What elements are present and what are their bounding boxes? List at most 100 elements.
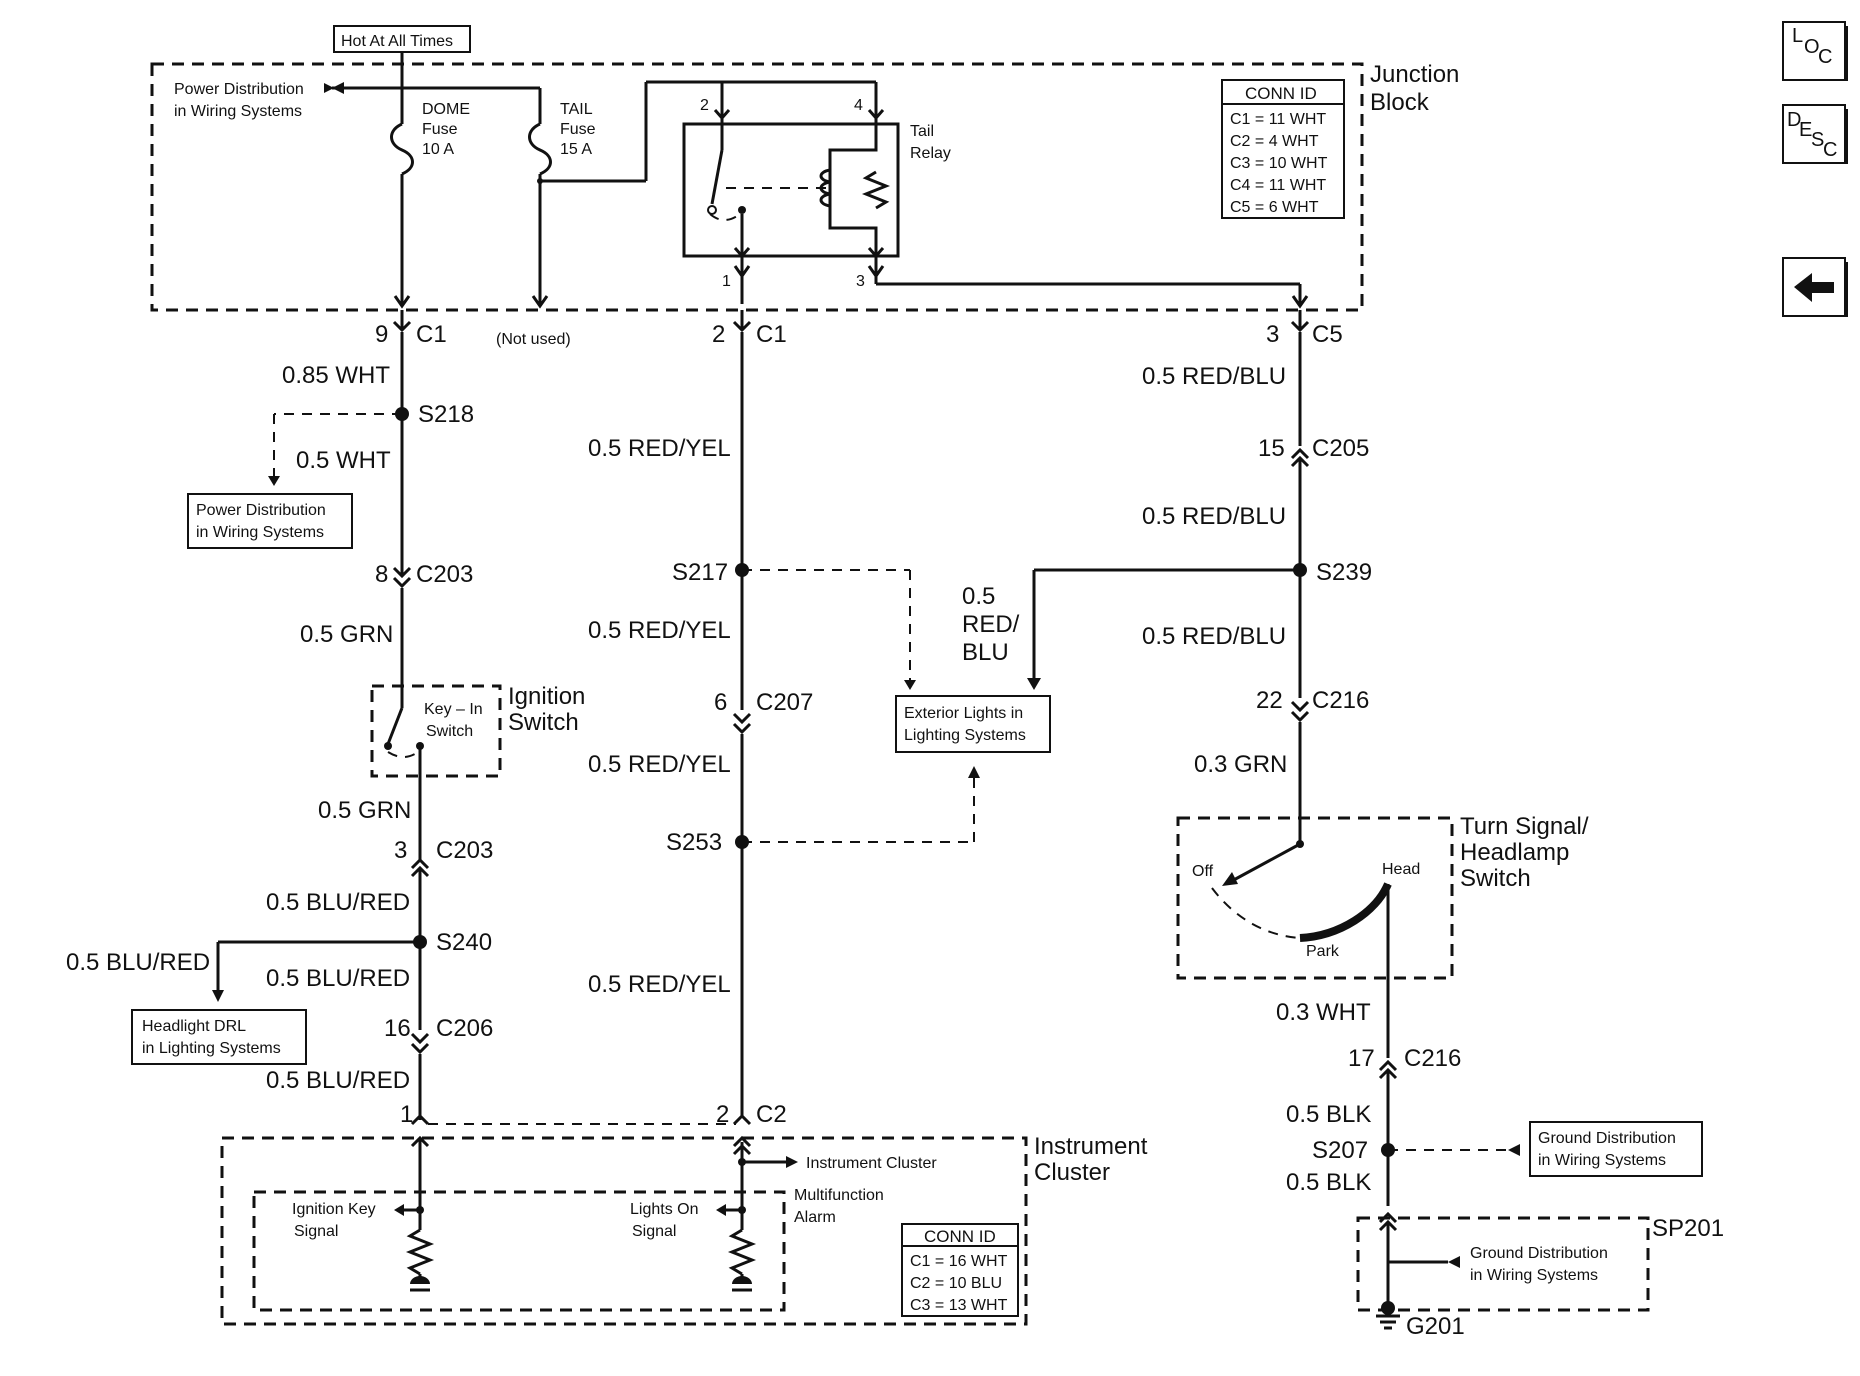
left-wire-1: 0.85 WHT bbox=[282, 362, 390, 389]
relay-pin-4: 4 bbox=[854, 97, 863, 114]
tail-fuse-label-3: 15 A bbox=[560, 141, 592, 158]
ground-dist-box[interactable] bbox=[1529, 1121, 1703, 1177]
instrument-cluster-label-2: Cluster bbox=[1034, 1159, 1110, 1186]
right-wire-7: 0.5 BLK bbox=[1286, 1169, 1371, 1196]
left-c1-label: C1 bbox=[416, 321, 447, 348]
ignition-key-signal-2: Signal bbox=[294, 1223, 338, 1240]
desc-letter-3: S bbox=[1811, 129, 1824, 151]
relay-pin-2: 2 bbox=[700, 97, 709, 114]
right-wire-4: 0.3 GRN bbox=[1194, 751, 1287, 778]
left-wire-5: 0.5 BLU/RED bbox=[266, 965, 410, 992]
right-wire-6: 0.5 BLK bbox=[1286, 1101, 1371, 1128]
switch-label-2: Headlamp bbox=[1460, 839, 1569, 866]
dome-fuse-label-1: DOME bbox=[422, 101, 470, 118]
headlight-box-2: in Lighting Systems bbox=[142, 1040, 281, 1057]
tail-relay-box bbox=[682, 122, 900, 258]
mid-wire-3: 0.5 RED/YEL bbox=[588, 751, 731, 778]
left-c203b-label: C203 bbox=[436, 837, 493, 864]
mid-wire-4: 0.5 RED/YEL bbox=[588, 971, 731, 998]
loc-letter-2: O bbox=[1804, 36, 1820, 58]
switch-label-1: Turn Signal/ bbox=[1460, 813, 1589, 840]
junction-block-label-1: Junction bbox=[1370, 61, 1459, 88]
mid-c1-pin: 2 bbox=[712, 321, 725, 348]
ic-conn-row-1: C1 = 16 WHT bbox=[910, 1253, 1008, 1270]
relay-coil-icon bbox=[819, 168, 831, 208]
left-c1-pin: 9 bbox=[375, 321, 388, 348]
mid-c2-pin: 2 bbox=[716, 1101, 729, 1128]
switch-pos-off: Off bbox=[1192, 863, 1214, 880]
loc-letter-1: L bbox=[1792, 25, 1803, 47]
jb-conn-id-table: CONN ID C1 = 11 WHT C2 = 4 WHT C3 = 10 W… bbox=[1221, 79, 1345, 219]
left-wire-4: 0.5 BLU/RED bbox=[266, 889, 410, 916]
junction-block-label-2: Block bbox=[1370, 89, 1430, 116]
tail-fuse-label-2: Fuse bbox=[560, 121, 596, 138]
ground-inner-2: in Wiring Systems bbox=[1470, 1267, 1598, 1284]
headlight-box-1: Headlight DRL bbox=[142, 1018, 246, 1035]
power-dist-box[interactable] bbox=[187, 493, 353, 549]
loc-letter-3: C bbox=[1818, 46, 1832, 68]
dome-fuse-icon bbox=[390, 122, 414, 176]
exterior-wire-1: 0.5 bbox=[962, 583, 995, 610]
junction-block-outline bbox=[150, 62, 1364, 312]
exterior-wire-3: BLU bbox=[962, 639, 1009, 666]
back-button[interactable] bbox=[1782, 257, 1848, 317]
key-in-switch-2: Switch bbox=[426, 723, 473, 740]
mid-s253-label: S253 bbox=[666, 829, 722, 856]
ignition-resistor-icon bbox=[405, 1228, 435, 1276]
g201-label: G201 bbox=[1406, 1313, 1465, 1340]
ignition-switch-label-2: Switch bbox=[508, 709, 579, 736]
jb-conn-row-1: C1 = 11 WHT bbox=[1230, 111, 1326, 128]
desc-letter-1: D bbox=[1787, 109, 1801, 131]
desc-button[interactable]: D E S C bbox=[1782, 104, 1848, 164]
right-s239-label: S239 bbox=[1316, 559, 1372, 586]
switch-label-3: Switch bbox=[1460, 865, 1531, 892]
headlight-drl-box[interactable] bbox=[131, 1009, 307, 1065]
exterior-box-1: Exterior Lights in bbox=[904, 705, 1023, 722]
instrument-cluster-arrow: Instrument Cluster bbox=[806, 1155, 937, 1172]
switch-pos-head: Head bbox=[1382, 861, 1420, 878]
exterior-lights-box[interactable] bbox=[895, 695, 1051, 753]
ic-conn-id-table: CONN ID C1 = 16 WHT C2 = 10 BLU C3 = 13 … bbox=[901, 1223, 1019, 1317]
loc-button[interactable]: L O C bbox=[1782, 21, 1848, 81]
sp201-label: SP201 bbox=[1652, 1215, 1724, 1242]
ground-inner-1: Ground Distribution bbox=[1470, 1245, 1608, 1262]
right-wire-1: 0.5 RED/BLU bbox=[1142, 363, 1286, 390]
relay-resistor-icon bbox=[861, 170, 891, 210]
left-c203-label: C203 bbox=[416, 561, 473, 588]
relay-pin-1: 1 bbox=[722, 273, 731, 290]
hot-at-all-times-label: Hot At All Times bbox=[341, 33, 453, 50]
ground-box-2: in Wiring Systems bbox=[1538, 1152, 1666, 1169]
dome-fuse-label-2: Fuse bbox=[422, 121, 458, 138]
right-wire-3: 0.5 RED/BLU bbox=[1142, 623, 1286, 650]
right-c5-label: C5 bbox=[1312, 321, 1343, 348]
relay-pin-3: 3 bbox=[856, 273, 865, 290]
left-s240-label: S240 bbox=[436, 929, 492, 956]
lights-on-signal-1: Lights On bbox=[630, 1201, 698, 1218]
ignition-switch-outline bbox=[370, 684, 502, 778]
multifunction-alarm-outline bbox=[252, 1190, 786, 1312]
tail-fuse-icon bbox=[528, 122, 552, 176]
desc-letter-4: C bbox=[1823, 139, 1837, 161]
exterior-box-2: Lighting Systems bbox=[904, 727, 1026, 744]
headlamp-switch-outline bbox=[1176, 816, 1454, 980]
mid-c1-label: C1 bbox=[756, 321, 787, 348]
left-c203b-pin: 3 bbox=[394, 837, 407, 864]
jb-conn-row-2: C2 = 4 WHT bbox=[1230, 133, 1319, 150]
tail-relay-label-2: Relay bbox=[910, 145, 951, 162]
multifunction-2: Alarm bbox=[794, 1209, 836, 1226]
ic-conn-row-2: C2 = 10 BLU bbox=[910, 1275, 1002, 1292]
left-c206-pin: 16 bbox=[384, 1015, 411, 1042]
key-in-switch-1: Key – In bbox=[424, 701, 483, 718]
right-wire-2: 0.5 RED/BLU bbox=[1142, 503, 1286, 530]
exterior-wire-2: RED/ bbox=[962, 611, 1020, 638]
mid-c2-label: C2 bbox=[756, 1101, 787, 1128]
power-dist-top-2: in Wiring Systems bbox=[174, 103, 302, 120]
dome-fuse-label-3: 10 A bbox=[422, 141, 454, 158]
instrument-cluster-outline bbox=[220, 1136, 1028, 1326]
headlamp-switch-lever[interactable] bbox=[1229, 842, 1301, 884]
ic-conn-row-3: C3 = 13 WHT bbox=[910, 1297, 1008, 1314]
mid-c207-pin: 6 bbox=[714, 689, 727, 716]
mid-wire-2: 0.5 RED/YEL bbox=[588, 617, 731, 644]
jb-conn-title: CONN ID bbox=[1245, 84, 1317, 103]
